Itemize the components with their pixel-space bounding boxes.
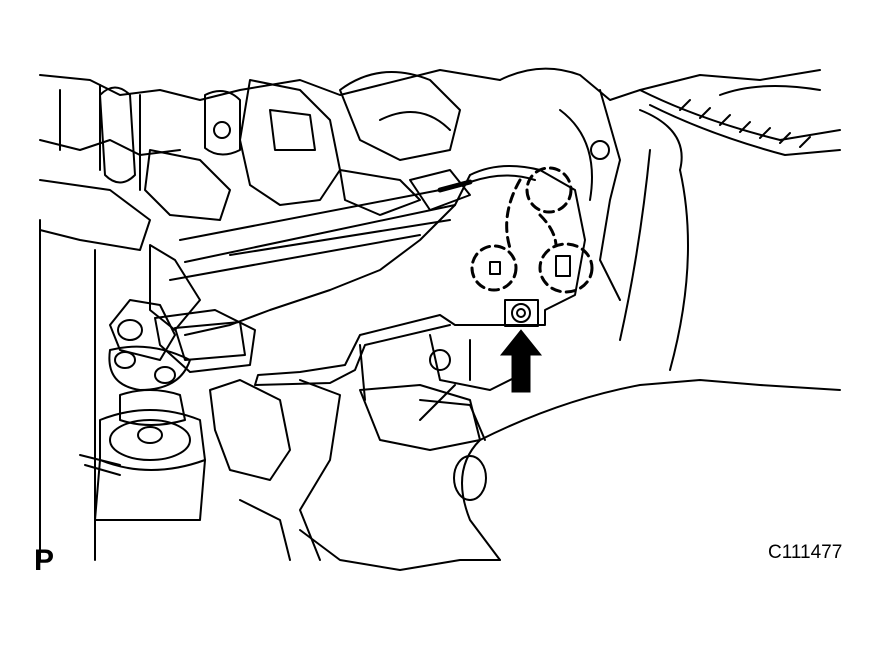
right-side-components [500, 69, 840, 370]
transmission-case [40, 220, 840, 570]
figure-code: C111477 [768, 542, 843, 563]
bolt [505, 300, 538, 326]
arrow-up-icon [501, 330, 541, 392]
view-label: P [34, 544, 55, 577]
dashed-circle-icon [472, 168, 592, 292]
shift-cable [170, 182, 470, 280]
engine-background-parts [40, 70, 500, 250]
universal-joint [80, 245, 255, 520]
